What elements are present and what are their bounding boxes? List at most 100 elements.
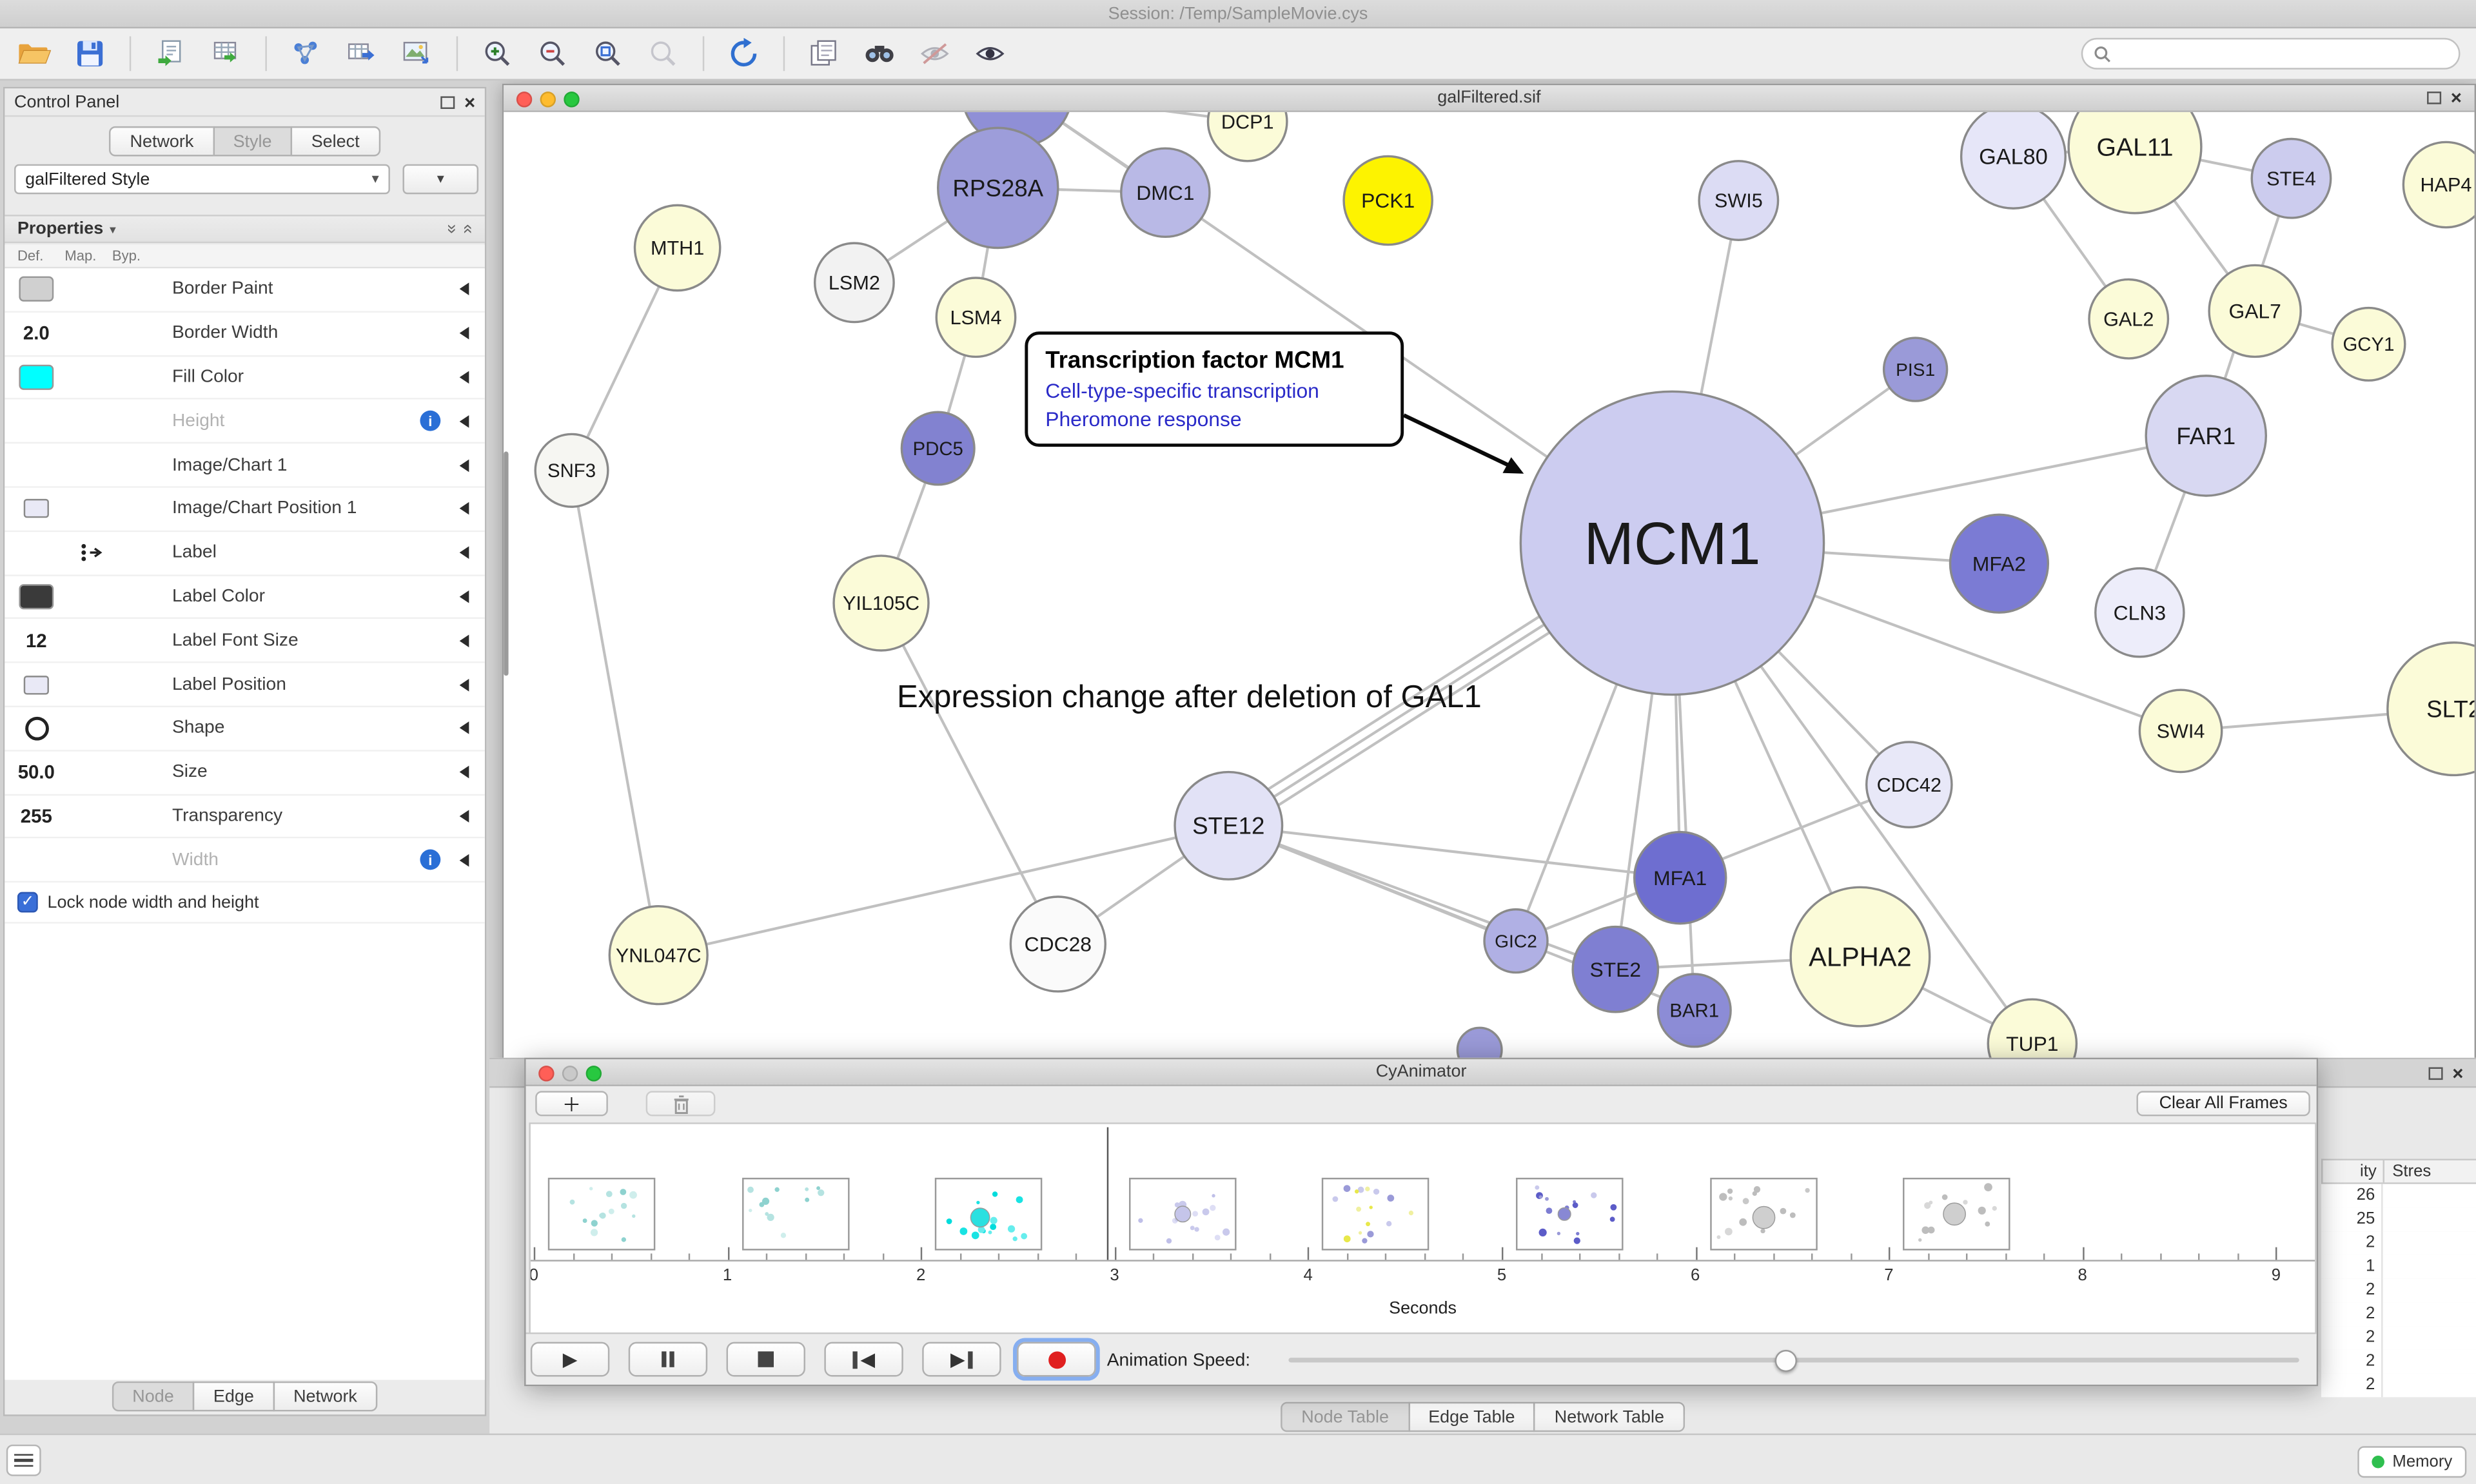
- network-edge[interactable]: [570, 470, 660, 956]
- search-box[interactable]: [2081, 37, 2461, 70]
- delete-frame-button[interactable]: [645, 1091, 716, 1117]
- frame-thumbnail-0[interactable]: [547, 1177, 656, 1251]
- prop-default-cell[interactable]: 255: [5, 805, 68, 827]
- zoom-fit-button[interactable]: [583, 32, 633, 75]
- expand-arrow-icon[interactable]: [459, 590, 469, 603]
- info-icon[interactable]: i: [420, 411, 441, 432]
- table-tab-edge-table[interactable]: Edge Table: [1408, 1401, 1536, 1432]
- canvas-caption-text[interactable]: Expression change after deletion of GAL1: [897, 680, 1482, 716]
- network-node-SWI4[interactable]: SWI4: [2138, 688, 2223, 774]
- network-node-GAL7[interactable]: GAL7: [2208, 264, 2302, 358]
- expand-arrow-icon[interactable]: [459, 502, 469, 516]
- frame-thumbnail-5[interactable]: [1516, 1177, 1624, 1251]
- zoom-out-button[interactable]: [527, 32, 578, 75]
- close-traffic-light[interactable]: [538, 1064, 555, 1081]
- zoom-selected-button[interactable]: [638, 32, 688, 75]
- import-network-file-button[interactable]: [145, 32, 195, 75]
- table-row[interactable]: 2: [2321, 1302, 2476, 1327]
- prop-row-image-chart-1[interactable]: Image/Chart 1: [5, 444, 485, 488]
- add-frame-button[interactable]: ＋: [535, 1091, 608, 1117]
- network-edge[interactable]: [658, 824, 1229, 957]
- network-node-BAR1[interactable]: BAR1: [1656, 973, 1732, 1048]
- vertical-scrollbar-thumb[interactable]: [504, 451, 509, 676]
- float-panel-icon[interactable]: [440, 95, 455, 108]
- prop-row-shape[interactable]: Shape: [5, 707, 485, 752]
- current-style-dropdown[interactable]: galFiltered Style▾: [14, 164, 390, 195]
- prop-row-fill-color[interactable]: Fill Color: [5, 356, 485, 400]
- style-options-menu-button[interactable]: ▾: [402, 164, 479, 195]
- export-network-button[interactable]: [337, 32, 387, 75]
- network-node-YIL105C[interactable]: YIL105C: [832, 554, 930, 652]
- skip-to-end-button[interactable]: ▶: [922, 1342, 1001, 1377]
- table-row[interactable]: 26: [2321, 1184, 2476, 1208]
- prop-row-border-paint[interactable]: Border Paint: [5, 268, 485, 313]
- status-menu-button[interactable]: [6, 1444, 41, 1476]
- network-node-LSM2[interactable]: LSM2: [813, 242, 895, 324]
- zoom-traffic-light[interactable]: [585, 1064, 602, 1081]
- zoom-traffic-light[interactable]: [564, 90, 580, 107]
- network-node-GAL80[interactable]: GAL80: [1960, 112, 2067, 210]
- pause-button[interactable]: [628, 1342, 708, 1377]
- expand-arrow-icon[interactable]: [459, 546, 469, 560]
- close-panel-icon[interactable]: ×: [2452, 1062, 2464, 1085]
- frame-thumbnail-3[interactable]: [1128, 1177, 1237, 1251]
- network-node-FAR1[interactable]: FAR1: [2145, 375, 2268, 497]
- prop-row-label[interactable]: Label: [5, 531, 485, 576]
- show-all-eye-icon[interactable]: [965, 32, 1015, 75]
- frame-thumbnail-7[interactable]: [1903, 1177, 2011, 1251]
- session-titlebar[interactable]: Session: /Temp/SampleMovie.cys: [0, 0, 2476, 29]
- prop-mapping-cell[interactable]: [68, 542, 115, 563]
- network-edge[interactable]: [1228, 824, 1616, 971]
- expand-arrow-icon[interactable]: [459, 415, 469, 428]
- prop-row-image-chart-position-1[interactable]: Image/Chart Position 1: [5, 487, 485, 532]
- frame-thumbnail-1[interactable]: [742, 1177, 849, 1251]
- network-node-MCM1[interactable]: MCM1: [1519, 390, 1825, 696]
- expand-arrow-icon[interactable]: [459, 766, 469, 779]
- export-image-button[interactable]: [391, 32, 442, 75]
- prop-default-cell[interactable]: 2.0: [5, 322, 68, 344]
- minimize-traffic-light[interactable]: [562, 1064, 578, 1081]
- expand-all-icon[interactable]: »: [458, 224, 477, 234]
- table-tab-network-table[interactable]: Network Table: [1533, 1401, 1685, 1432]
- frame-thumbnail-6[interactable]: [1709, 1177, 1817, 1251]
- table-column-header[interactable]: Stres: [2392, 1162, 2432, 1181]
- frame-thumbnail-2[interactable]: [935, 1177, 1043, 1251]
- network-node-ALPHA2[interactable]: ALPHA2: [1789, 886, 1931, 1028]
- network-node-MFA2[interactable]: MFA2: [1949, 513, 2050, 614]
- control-panel-header[interactable]: Control Panel ×: [5, 88, 485, 117]
- network-node-MTH1[interactable]: MTH1: [633, 204, 722, 292]
- annotation-box[interactable]: Transcription factor MCM1 Cell-type-spec…: [1025, 331, 1404, 447]
- float-panel-icon[interactable]: [2428, 1067, 2443, 1080]
- search-input[interactable]: [2117, 44, 2448, 63]
- lock-checkbox[interactable]: ✓: [17, 892, 38, 913]
- stop-button[interactable]: [726, 1342, 805, 1377]
- tab-style[interactable]: Style: [212, 126, 293, 157]
- network-node-SLT2[interactable]: SLT2: [2386, 641, 2475, 777]
- maximize-frame-icon[interactable]: [2427, 92, 2442, 104]
- zoom-in-button[interactable]: [472, 32, 522, 75]
- minimize-traffic-light[interactable]: [540, 90, 556, 107]
- network-node-GAL11[interactable]: GAL11: [2067, 112, 2203, 215]
- network-edge[interactable]: [879, 602, 1059, 945]
- prop-row-label-color[interactable]: Label Color: [5, 575, 485, 620]
- network-node-MFA1[interactable]: MFA1: [1633, 830, 1727, 925]
- frame-thumbnail-4[interactable]: [1322, 1177, 1430, 1251]
- network-node-STE4[interactable]: STE4: [2250, 137, 2332, 219]
- open-session-button[interactable]: [10, 32, 60, 75]
- refresh-view-button[interactable]: [718, 32, 769, 75]
- network-snapshot-button[interactable]: [799, 32, 849, 75]
- prop-default-cell[interactable]: [5, 675, 68, 694]
- play-button[interactable]: ▶: [530, 1342, 610, 1377]
- prop-default-cell[interactable]: [5, 277, 68, 302]
- lock-size-row[interactable]: ✓ Lock node width and height: [5, 883, 485, 924]
- network-node-RPS28A[interactable]: RPS28A: [936, 126, 1059, 249]
- expand-arrow-icon[interactable]: [459, 722, 469, 735]
- table-row[interactable]: 2: [2321, 1326, 2476, 1350]
- close-frame-icon[interactable]: ×: [2450, 86, 2462, 109]
- playhead[interactable]: [1106, 1127, 1109, 1260]
